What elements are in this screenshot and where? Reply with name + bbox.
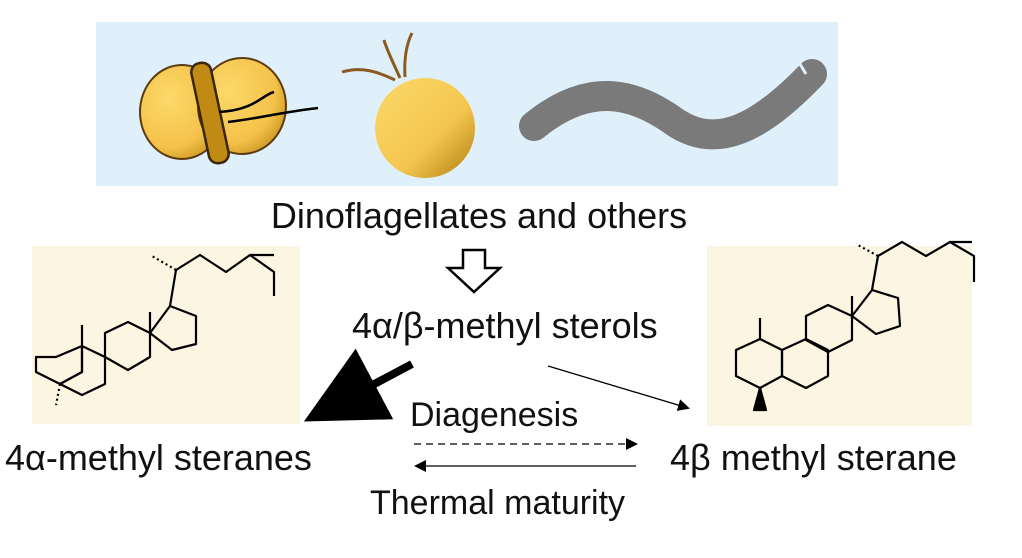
hollow-down-arrow-icon bbox=[444, 248, 504, 294]
alpha-steranes-label: 4α-methyl steranes bbox=[5, 437, 312, 478]
thin-arrow-to-beta bbox=[547, 365, 690, 411]
organisms-label: Dinoflagellates and others bbox=[270, 195, 688, 236]
alpha-molecule-panel bbox=[32, 246, 300, 424]
beta-sterane-label: 4β methyl sterane bbox=[670, 437, 957, 478]
alpha-methyl-sterane-structure bbox=[34, 253, 276, 406]
dinoflagellate-icon bbox=[139, 57, 319, 165]
thermal-maturity-label: Thermal maturity bbox=[370, 484, 626, 522]
beta-molecule-panel bbox=[707, 246, 972, 426]
coccolithophore-icon bbox=[341, 32, 475, 178]
diagenesis-label: Diagenesis bbox=[410, 396, 579, 434]
beta-methyl-sterane-structure bbox=[734, 240, 976, 412]
worm-icon bbox=[519, 59, 827, 150]
thick-arrow-to-alpha bbox=[303, 348, 414, 422]
sterols-label: 4α/β-methyl sterols bbox=[352, 305, 658, 346]
